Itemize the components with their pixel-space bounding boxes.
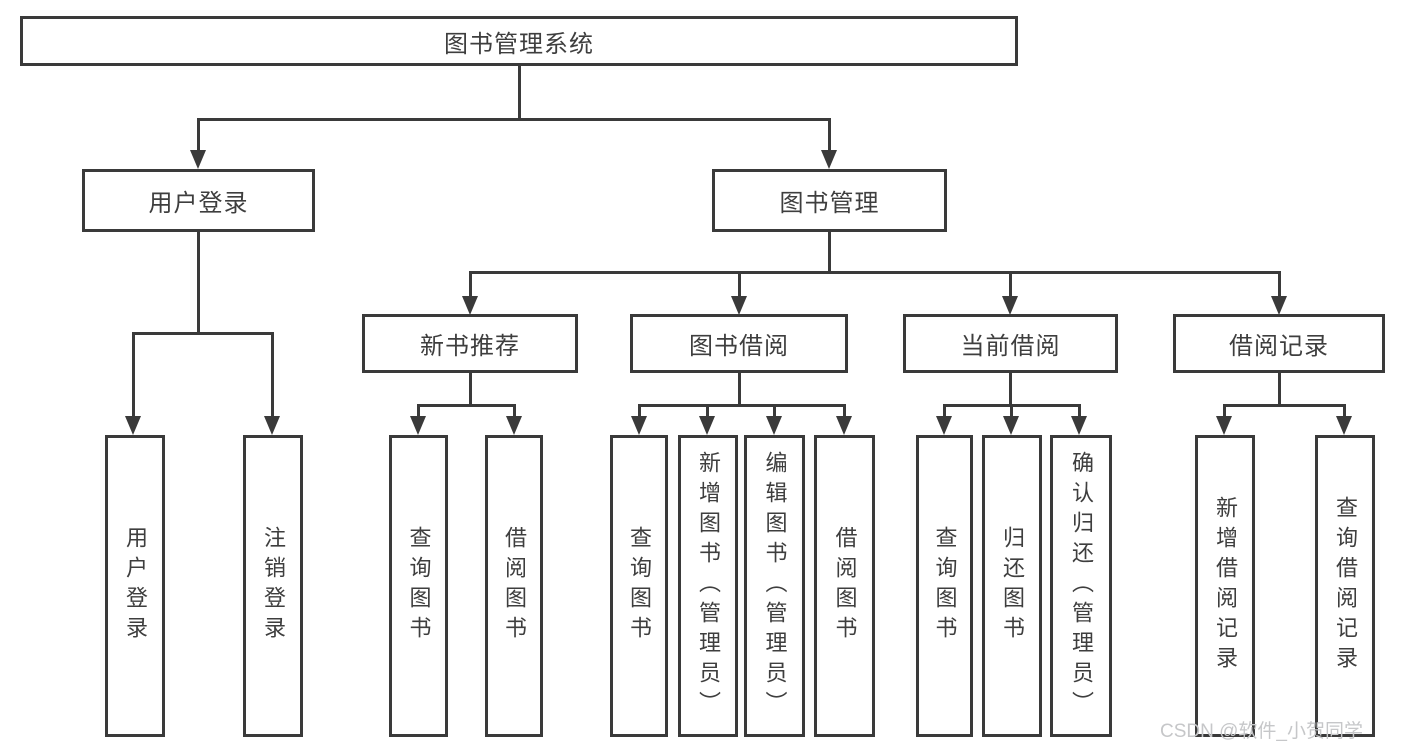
arrow-down-icon <box>1271 296 1287 315</box>
connector-line <box>469 371 472 407</box>
leaf-query-books-current: 查询图书 <box>916 435 973 737</box>
connector-line <box>197 231 200 335</box>
leaf-borrow-books-borrowing-label: 借阅图书 <box>832 526 858 646</box>
node-root: 图书管理系统 <box>20 16 1018 66</box>
arrow-down-icon <box>821 150 837 169</box>
leaf-add-borrow-record-label: 新增借阅记录 <box>1213 496 1238 676</box>
arrow-down-icon <box>410 416 426 435</box>
leaf-borrow-books-recommend: 借阅图书 <box>485 435 543 737</box>
connector-line <box>1343 404 1346 417</box>
connector-line <box>1010 404 1013 417</box>
connector-line <box>773 404 776 417</box>
node-book-borrowing-label: 图书借阅 <box>689 333 789 360</box>
leaf-query-books-current-label: 查询图书 <box>932 526 958 646</box>
arrow-down-icon <box>1071 416 1087 435</box>
leaf-user-login-label: 用户登录 <box>123 526 148 646</box>
connector-line <box>943 404 946 417</box>
arrow-down-icon <box>190 150 206 169</box>
arrow-down-icon <box>506 416 522 435</box>
leaf-query-books-recommend: 查询图书 <box>389 435 448 737</box>
leaf-confirm-return-admin-label: 确认归还（管理员） <box>1069 451 1094 721</box>
connector-line <box>1223 404 1346 407</box>
leaf-return-books: 归还图书 <box>982 435 1042 737</box>
node-book-management-label: 图书管理 <box>779 190 880 217</box>
connector-line <box>1278 371 1281 407</box>
connector-line <box>513 404 516 417</box>
connector-line <box>271 332 274 416</box>
node-current-borrowing: 当前借阅 <box>903 314 1118 373</box>
arrow-down-icon <box>1336 416 1352 435</box>
leaf-user-login: 用户登录 <box>105 435 165 737</box>
connector-line <box>1223 404 1226 417</box>
arrow-down-icon <box>631 416 647 435</box>
arrow-down-icon <box>1216 416 1232 435</box>
arrow-down-icon <box>125 416 141 435</box>
connector-line <box>1009 371 1012 407</box>
connector-line <box>417 404 516 407</box>
leaf-add-book-admin: 新增图书（管理员） <box>678 435 738 737</box>
connector-line <box>828 231 831 274</box>
connector-line <box>738 371 741 407</box>
connector-line <box>638 404 641 417</box>
connector-line <box>417 404 420 417</box>
leaf-query-borrow-record-label: 查询借阅记录 <box>1333 496 1358 676</box>
leaf-query-borrow-record: 查询借阅记录 <box>1315 435 1375 737</box>
connector-line <box>197 118 200 152</box>
connector-line <box>843 404 846 417</box>
leaf-edit-book-admin: 编辑图书（管理员） <box>744 435 805 737</box>
leaf-confirm-return-admin: 确认归还（管理员） <box>1050 435 1112 737</box>
leaf-query-books-borrowing: 查询图书 <box>610 435 668 737</box>
leaf-add-borrow-record: 新增借阅记录 <box>1195 435 1255 737</box>
arrow-down-icon <box>836 416 852 435</box>
node-borrowing-records: 借阅记录 <box>1173 314 1385 373</box>
node-book-borrowing: 图书借阅 <box>630 314 848 373</box>
connector-line <box>1009 271 1012 298</box>
connector-line <box>706 404 709 417</box>
connector-line <box>132 332 135 416</box>
node-book-management: 图书管理 <box>712 169 947 232</box>
node-user-login-label: 用户登录 <box>148 190 249 217</box>
arrow-down-icon <box>936 416 952 435</box>
node-new-book-recommendation-label: 新书推荐 <box>420 333 520 360</box>
leaf-logout-label: 注销登录 <box>261 526 286 646</box>
node-root-label: 图书管理系统 <box>444 30 594 58</box>
arrow-down-icon <box>264 416 280 435</box>
connector-line <box>132 332 274 335</box>
connector-line <box>469 271 472 298</box>
csdn-watermark: CSDN @软件_小贺同学 <box>1160 721 1363 742</box>
leaf-query-books-borrowing-label: 查询图书 <box>627 526 652 646</box>
connector-line <box>738 271 741 298</box>
leaf-borrow-books-borrowing: 借阅图书 <box>814 435 875 737</box>
connector-line <box>518 64 521 120</box>
arrow-down-icon <box>766 416 782 435</box>
leaf-return-books-label: 归还图书 <box>1000 526 1025 646</box>
node-user-login: 用户登录 <box>82 169 315 232</box>
leaf-logout: 注销登录 <box>243 435 303 737</box>
node-new-book-recommendation: 新书推荐 <box>362 314 578 373</box>
arrow-down-icon <box>1003 416 1019 435</box>
leaf-add-book-admin-label: 新增图书（管理员） <box>696 451 721 721</box>
connector-line <box>1278 271 1281 298</box>
arrow-down-icon <box>731 296 747 315</box>
node-borrowing-records-label: 借阅记录 <box>1229 333 1329 360</box>
connector-line <box>828 118 831 152</box>
leaf-query-books-recommend-label: 查询图书 <box>406 526 432 646</box>
connector-line <box>1078 404 1081 417</box>
connector-line <box>469 271 1281 274</box>
connector-line <box>638 404 846 407</box>
leaf-edit-book-admin-label: 编辑图书（管理员） <box>762 451 788 721</box>
leaf-borrow-books-recommend-label: 借阅图书 <box>502 526 527 646</box>
arrow-down-icon <box>462 296 478 315</box>
node-current-borrowing-label: 当前借阅 <box>960 333 1061 360</box>
arrow-down-icon <box>699 416 715 435</box>
arrow-down-icon <box>1002 296 1018 315</box>
connector-line <box>197 118 831 121</box>
